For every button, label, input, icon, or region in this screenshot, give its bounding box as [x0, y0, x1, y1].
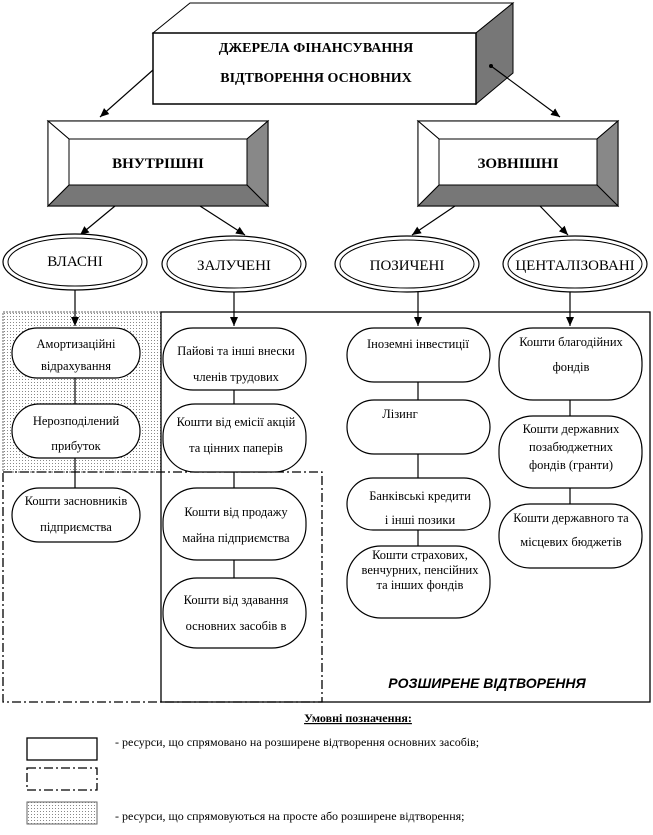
node-state-grants-line-1: Кошти державних [523, 422, 620, 436]
node-state-grants: Кошти державних позабюджетних фондів (гр… [498, 415, 643, 489]
node-budgets: Кошти державного та місцевих бюджетів [498, 503, 643, 569]
internal-label: ВНУТРІШНІ [112, 156, 204, 172]
node-founders-funds-line-1: Кошти засновників [25, 494, 128, 508]
node-assets-lease: Кошти від здавання основних засобів в [162, 577, 307, 649]
node-shares-contributions-line-2: членів трудових [193, 370, 280, 384]
node-insurance-funds-line-3: та інших фондів [377, 578, 464, 592]
arrow-external-borrowed [411, 205, 456, 236]
connectors [71, 290, 574, 578]
node-leasing: Лізинг [346, 399, 491, 455]
title-box: ДЖЕРЕЛА ФІНАНСУВАННЯ ВІДТВОРЕННЯ ОСНОВНИ… [151, 1, 515, 106]
node-bank-loans-line-2: і інші позики [385, 513, 456, 527]
node-property-sale-line-1: Кошти від продажу [184, 505, 288, 519]
arrow-external-centralized [539, 205, 569, 236]
node-state-grants-line-3: фондів (гранти) [529, 458, 613, 472]
node-insurance-funds-line-2: венчурних, пенсійних [362, 563, 480, 577]
node-property-sale: Кошти від продажу майна підприємства [162, 487, 307, 561]
title-line-1: ДЖЕРЕЛА ФІНАНСУВАННЯ [219, 41, 414, 56]
node-budgets-line-1: Кошти державного та [513, 511, 629, 525]
oval-borrowed: ПОЗИЧЕНІ [334, 235, 480, 293]
solid-region-main [160, 311, 651, 703]
extended-reproduction-label: РОЗШИРЕНЕ ВІДТВОРЕННЯ [388, 675, 586, 691]
legend-solid-text: - ресурси, що спрямовано на розширене ві… [115, 735, 479, 749]
internal-box: ВНУТРІШНІ [46, 119, 270, 208]
node-charity-funds-line-2: фондів [553, 360, 590, 374]
oval-own-label: ВЛАСНІ [47, 254, 103, 270]
node-amortization-line-2: відрахування [41, 359, 111, 373]
node-amortization: Амортизаційні відрахування [11, 327, 141, 379]
dashdot-region [2, 471, 323, 703]
legend-dotted-text: - ресурси, що спрямовуються на просте аб… [115, 809, 465, 823]
title-line-2: ВІДТВОРЕННЯ ОСНОВНИХ [220, 71, 411, 86]
legend-dotted-swatch [26, 801, 98, 825]
node-assets-lease-line-2: основних засобів в [186, 619, 287, 633]
external-box: ЗОВНІШНІ [416, 119, 620, 208]
arrow-internal-attracted [199, 205, 246, 236]
node-state-grants-line-2: позабюджетних [529, 440, 614, 454]
legend: Умовні позначення: - ресурси, що спрямов… [26, 711, 479, 825]
node-shares-contributions-line-1: Пайові та інші внески [177, 344, 295, 358]
node-retained-profit: Нерозподілений прибуток [11, 403, 141, 459]
oval-centralized-label: ЦЕНТАЛІЗОВАНІ [515, 258, 634, 274]
node-securities-issue-line-2: та цінних паперів [189, 441, 283, 455]
oval-attracted-label: ЗАЛУЧЕНІ [197, 258, 271, 274]
node-insurance-funds: Кошти страхових, венчурних, пенсійних та… [346, 545, 491, 619]
legend-solid-swatch [26, 737, 98, 761]
oval-attracted: ЗАЛУЧЕНІ [161, 235, 307, 293]
node-shares-contributions: Пайові та інші внески членів трудових [162, 327, 307, 391]
arrow-title-internal [99, 69, 154, 118]
node-bank-loans-line-1: Банківські кредити [369, 489, 471, 503]
node-charity-funds: Кошти благодійних фондів [498, 327, 643, 401]
oval-borrowed-label: ПОЗИЧЕНІ [370, 258, 445, 274]
external-label: ЗОВНІШНІ [477, 156, 558, 172]
node-founders-funds-line-2: підприємства [40, 520, 112, 534]
arrow-title-external [490, 65, 561, 118]
node-property-sale-line-2: майна підприємства [182, 531, 290, 545]
node-bank-loans: Банківські кредити і інші позики [346, 477, 491, 531]
node-securities-issue: Кошти від емісії акцій та цінних паперів [162, 403, 307, 473]
node-securities-issue-line-1: Кошти від емісії акцій [177, 415, 296, 429]
oval-own: ВЛАСНІ [2, 233, 148, 291]
node-leasing-line-1: Лізинг [382, 407, 417, 421]
node-founders-funds: Кошти засновників підприємства [11, 487, 141, 543]
node-amortization-line-1: Амортизаційні [37, 337, 116, 351]
node-foreign-investment-line-1: Іноземні інвестиції [367, 337, 469, 351]
node-foreign-investment: Іноземні інвестиції [346, 327, 491, 383]
node-retained-profit-line-2: прибуток [51, 439, 101, 453]
legend-heading: Умовні позначення: [304, 711, 412, 725]
node-charity-funds-line-1: Кошти благодійних [519, 335, 623, 349]
oval-centralized: ЦЕНТАЛІЗОВАНІ [502, 235, 648, 293]
legend-dashdot-swatch [26, 767, 98, 791]
node-assets-lease-line-1: Кошти від здавання [184, 593, 289, 607]
node-retained-profit-line-1: Нерозподілений [33, 414, 120, 428]
node-insurance-funds-line-1: Кошти страхових, [372, 548, 468, 562]
arrow-internal-own [79, 205, 116, 236]
node-budgets-line-2: місцевих бюджетів [520, 535, 622, 549]
